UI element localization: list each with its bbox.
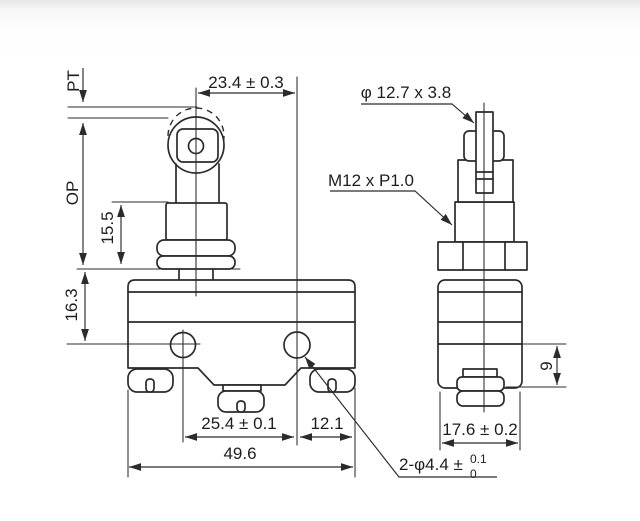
hex-nut-facets [462,241,506,271]
thread-spec-leader [330,190,453,226]
side-view [437,102,528,413]
dim-pretravel-label: PT [64,70,83,92]
terminal-screw-side [456,368,505,407]
body-seam-lines-front [127,291,356,323]
dim-plunger-height-label: 15.5 [98,211,117,244]
dim-terminal-depth-label: 9 [537,361,556,370]
terminal-screw-left [127,368,174,393]
dim-body-depth-label: 17.6 ± 0.2 [442,420,518,439]
dimensions: 23.4 ± 0.3 PT OP 15.5 16.3 25.4 ± 0.1 12… [62,68,567,481]
roller-size-label: φ 12.7 x 3.8 [361,83,451,102]
screw-slot [145,378,155,393]
body-width-extension-lines [127,387,356,478]
body-depth-extension-lines [439,391,521,451]
mounting-hole-callout-label: 2-φ4.4 ± [399,455,463,474]
body-seam-lines-side [437,291,523,345]
dim-top-to-hole-label: 16.3 [62,288,81,321]
plunger-shaft [175,163,220,204]
terminal-screw-middle [217,384,265,413]
plunger-neck [178,268,214,281]
terminal-depth-extension-lines [505,343,567,388]
dim-hole-spacing-label: 25.4 ± 0.1 [201,414,277,433]
mounting-hole-leader [304,356,497,478]
terminal-screw-right [309,368,356,393]
screw-slot [327,378,337,393]
thread-spec-label: M12 x P1.0 [328,171,414,190]
mounting-hole-tolerance-upper: 0.1 [470,452,487,466]
dim-operating-position-label: OP [63,181,82,206]
mounting-hole-tolerance-lower: 0 [470,467,477,481]
roller-size-leader [361,103,475,124]
dim-center-to-hole-label: 23.4 ± 0.3 [208,73,284,92]
dim-hole-to-edge-label: 12.1 [310,414,343,433]
hex-nut-side [437,241,528,271]
screw-slot [236,400,246,413]
roller-free-position-dashed-circle [167,107,225,165]
dim-body-width-label: 49.6 [223,444,256,463]
front-view [66,76,356,446]
